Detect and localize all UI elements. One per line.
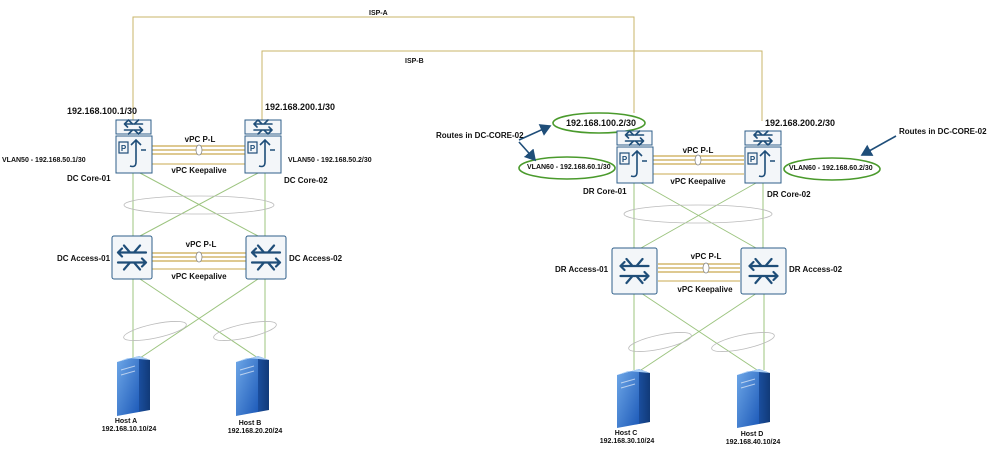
svg-text:P: P xyxy=(121,144,127,153)
highlight-dr-core1-vlan xyxy=(518,156,616,180)
dc-core-access-links xyxy=(123,172,275,237)
host-c-server-icon[interactable] xyxy=(617,369,650,428)
dr-access-01-name: DR Access-01 xyxy=(555,265,609,274)
highlight-dr-core1-wan xyxy=(552,112,646,134)
dc-access-peer-link-label: vPC P-L xyxy=(185,240,217,249)
dr-access-peer-link xyxy=(658,262,740,274)
dr-core-01-wan-ip: 192.168.100.2/30 xyxy=(566,118,637,128)
annotation-right: Routes in DC-CORE-02 xyxy=(899,127,987,136)
dc-core-01-name: DC Core-01 xyxy=(67,174,111,183)
dr-access-host-links xyxy=(628,292,775,371)
dc-core-peer-link xyxy=(152,144,246,156)
host-d-server-icon[interactable] xyxy=(737,369,770,428)
dc-core-01-vlan: VLAN50 - 192.168.50.1/30 xyxy=(2,157,86,164)
host-a-server-icon[interactable] xyxy=(117,356,150,416)
dc-access-keepalive-label: vPC Keepalive xyxy=(171,272,227,281)
dc-access-01-device[interactable] xyxy=(111,235,153,280)
dr-access-01-device[interactable] xyxy=(611,247,658,295)
isp-b-label: ISP-B xyxy=(405,58,424,65)
dc-access-host-links xyxy=(123,278,277,359)
dr-core-02-wan-ip: 192.168.200.2/30 xyxy=(765,118,836,128)
host-a-name: Host A xyxy=(114,418,138,425)
dc-core-02-wan-ip: 192.168.200.1/30 xyxy=(265,102,336,112)
dr-access-peer-link-label: vPC P-L xyxy=(690,252,722,261)
host-a-ip: 192.168.10.10/24 xyxy=(101,426,157,433)
dc-core-02-vlan: VLAN50 - 192.168.50.2/30 xyxy=(288,157,372,164)
host-d-ip: 192.168.40.10/24 xyxy=(725,439,781,446)
dr-access-02-name: DR Access-02 xyxy=(789,265,843,274)
dr-core-02-vlan: VLAN60 - 192.168.60.2/30 xyxy=(789,165,873,172)
dr-core-01-name: DR Core-01 xyxy=(583,187,627,196)
dc-access-02-name: DC Access-02 xyxy=(289,254,343,263)
host-b-ip: 192.168.20.20/24 xyxy=(227,428,283,435)
isp-a-link xyxy=(132,16,635,120)
svg-text:P: P xyxy=(750,155,756,164)
dc-access-02-device[interactable] xyxy=(245,235,287,280)
isp-b-link xyxy=(261,50,763,121)
dc-core-01-device[interactable]: P xyxy=(115,119,153,174)
dr-core-access-links xyxy=(623,182,773,249)
annotation-left: Routes in DC-CORE-02 xyxy=(436,131,524,140)
host-b-name: Host B xyxy=(238,420,262,427)
dc-core-02-device[interactable]: P xyxy=(244,119,282,174)
dr-core-01-vlan: VLAN60 - 192.168.60.1/30 xyxy=(527,164,611,171)
isp-a-label: ISP-A xyxy=(369,10,388,17)
dc-core-01-wan-ip: 192.168.100.1/30 xyxy=(67,106,138,116)
dr-core-keepalive-label: vPC Keepalive xyxy=(670,177,726,186)
dr-access-keepalive-label: vPC Keepalive xyxy=(677,285,733,294)
annotation-right-arrow xyxy=(860,135,897,156)
dc-core-keepalive-label: vPC Keepalive xyxy=(171,166,227,175)
host-c-name: Host C xyxy=(614,430,638,437)
svg-text:P: P xyxy=(622,155,628,164)
dr-access-02-device[interactable] xyxy=(740,247,787,295)
host-d-name: Host D xyxy=(740,431,764,438)
dr-core-02-name: DR Core-02 xyxy=(767,190,811,199)
svg-text:P: P xyxy=(250,144,256,153)
dc-core-peer-link-label: vPC P-L xyxy=(184,135,216,144)
host-c-ip: 192.168.30.10/24 xyxy=(599,438,655,445)
host-b-server-icon[interactable] xyxy=(236,356,269,416)
dc-access-01-name: DC Access-01 xyxy=(57,254,111,263)
dr-core-peer-link-label: vPC P-L xyxy=(682,146,714,155)
annotation-left-arrows xyxy=(518,124,552,162)
dc-access-peer-link xyxy=(152,251,246,263)
highlight-dr-core2-vlan xyxy=(783,157,881,181)
dr-core-peer-link xyxy=(653,154,744,166)
dr-core-02-device[interactable]: P xyxy=(744,130,782,184)
dr-core-01-device[interactable]: P xyxy=(616,130,654,184)
dc-core-02-name: DC Core-02 xyxy=(284,176,328,185)
